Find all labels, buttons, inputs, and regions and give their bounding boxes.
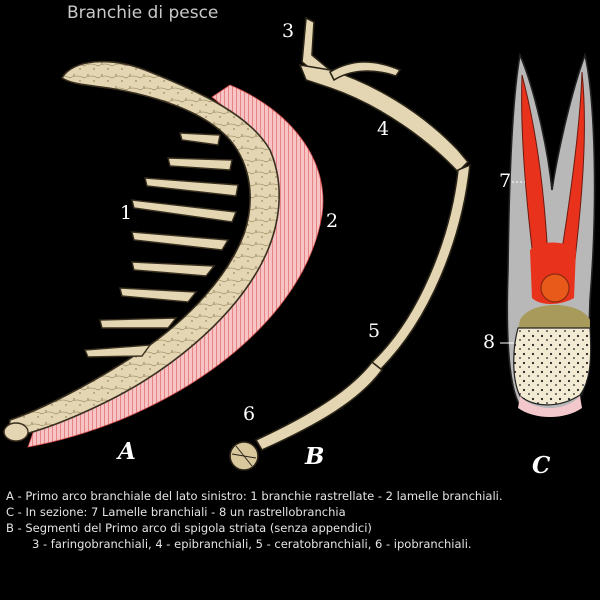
cross-section-figure-c	[500, 52, 596, 417]
caption-line-b-detail: 3 - faringobranchiali, 4 - epibranchiali…	[32, 537, 472, 551]
label-1: 1	[120, 202, 133, 224]
figure-letter-b: B	[305, 443, 325, 470]
gill-rakers	[83, 132, 239, 358]
hypobranchial-segment	[254, 360, 384, 452]
label-8: 8	[483, 331, 496, 353]
label-5: 5	[368, 320, 381, 342]
label-3: 3	[282, 20, 295, 42]
gill-arch-figure-a	[3, 60, 324, 448]
caption-line-a: A - Primo arco branchiale del lato sinis…	[6, 489, 503, 503]
bony-arch	[7, 60, 280, 439]
caption-line-b: B - Segmenti del Primo arco di spigola s…	[6, 521, 372, 535]
arch-segments-figure-b	[229, 16, 471, 471]
olive-cap	[518, 305, 590, 330]
label-2: 2	[326, 210, 339, 232]
orange-node	[540, 273, 570, 303]
label-4: 4	[377, 118, 390, 140]
figure-title: Branchie di pesce	[67, 3, 219, 23]
caption-line-c: C - In sezione: 7 Lamelle branchiali - 8…	[6, 505, 346, 519]
figure-caption: A - Primo arco branchiale del lato sinis…	[6, 488, 598, 552]
gill-raker-section	[513, 327, 592, 406]
label-7: 7	[499, 170, 512, 192]
epibranchial-segment	[298, 63, 470, 174]
ceratobranchial-segment	[370, 163, 471, 372]
section-base	[518, 396, 582, 417]
figure-letter-a: A	[118, 438, 136, 465]
arch-end-knob	[3, 422, 29, 442]
figure-letter-c: C	[532, 452, 551, 479]
label-6: 6	[243, 403, 256, 425]
